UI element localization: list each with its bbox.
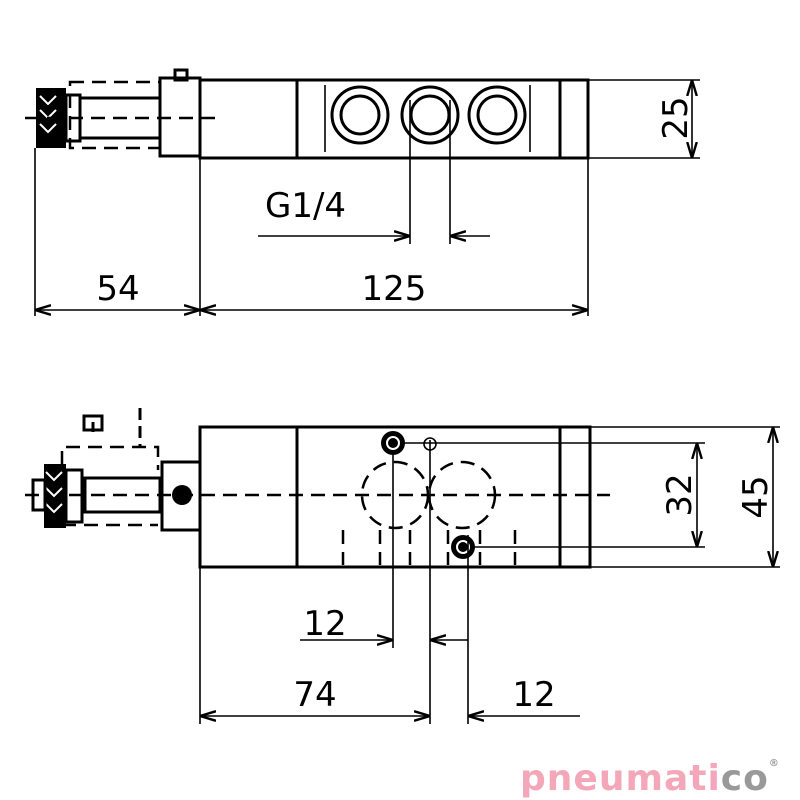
dim-32: 32 xyxy=(660,473,700,516)
top-view: 25 G1/4 54 125 xyxy=(25,68,700,316)
port-circles xyxy=(330,85,527,145)
solenoid-actuator-top xyxy=(36,68,202,158)
port-size-label: G1/4 xyxy=(265,186,346,226)
dim-74: 74 xyxy=(293,675,336,715)
pneumatico-logo: pneumatico® xyxy=(520,758,780,799)
dim-12-right: 12 xyxy=(512,675,555,715)
dim-12-top: 12 xyxy=(303,604,346,644)
dim-54: 54 xyxy=(96,269,139,309)
dim-25: 25 xyxy=(656,96,696,139)
dashed-marks xyxy=(341,530,517,565)
dim-45: 45 xyxy=(736,475,776,518)
dim-125: 125 xyxy=(362,269,427,309)
solenoid-actuator-front xyxy=(31,408,202,532)
bottom-view: 32 45 12 74 12 xyxy=(25,408,780,724)
